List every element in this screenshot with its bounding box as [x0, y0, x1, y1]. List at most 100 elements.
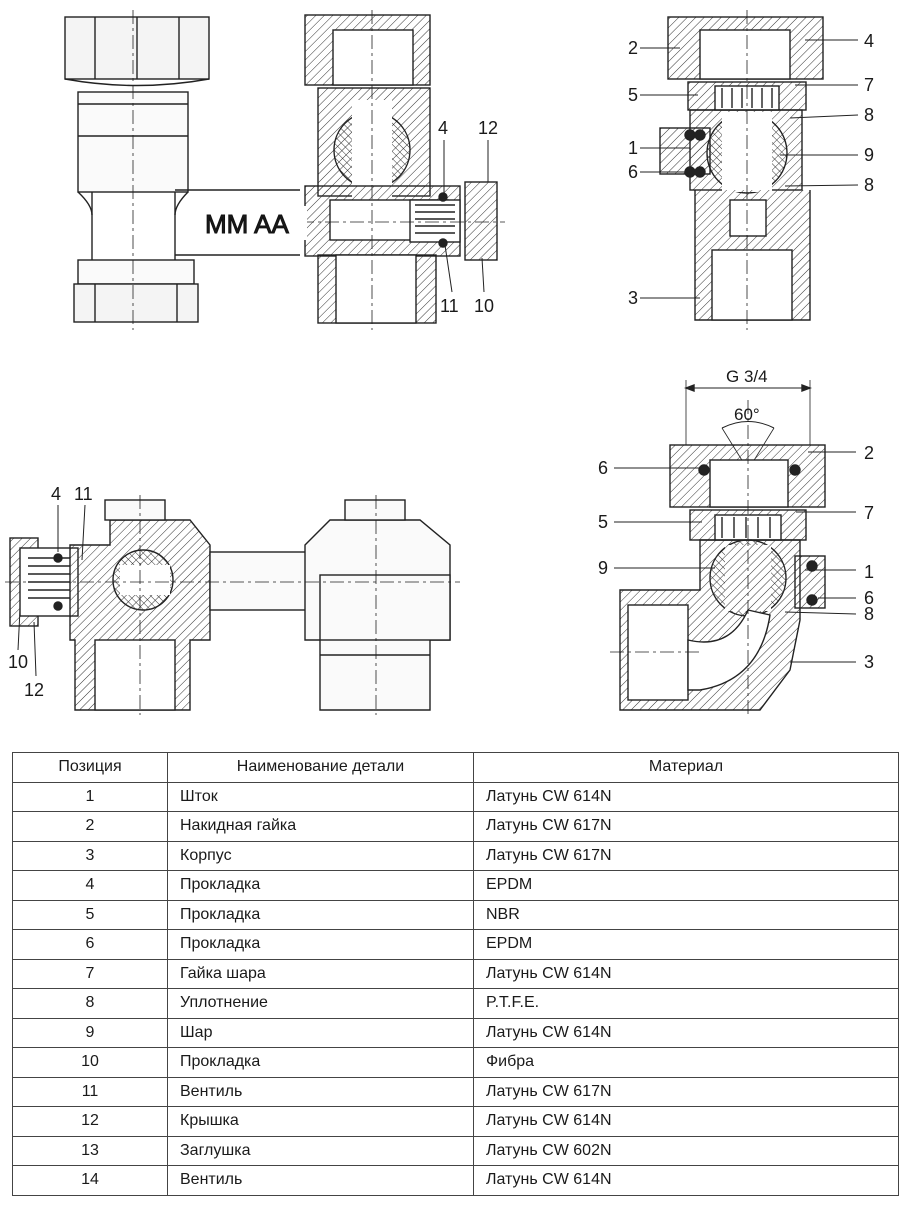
position-cell: 13 — [12, 1135, 168, 1166]
material-cell: EPDM — [473, 870, 899, 901]
part-name-cell: Шар — [167, 1017, 474, 1048]
position-cell: 7 — [12, 958, 168, 989]
material-cell: Латунь CW 614N — [473, 1165, 899, 1196]
material-cell: EPDM — [473, 929, 899, 960]
view-b-section — [659, 10, 824, 330]
material-cell: Латунь CW 614N — [473, 958, 899, 989]
header-position: Позиция — [12, 752, 168, 783]
position-cell: 6 — [12, 929, 168, 960]
position-cell: 14 — [12, 1165, 168, 1196]
callout-5: 5 — [628, 85, 638, 105]
callout-6: 6 — [598, 458, 608, 478]
callout-7: 7 — [864, 75, 874, 95]
part-name-cell: Вентиль — [167, 1165, 474, 1196]
callout-5: 5 — [598, 512, 608, 532]
callout-3: 3 — [628, 288, 638, 308]
position-cell: 12 — [12, 1106, 168, 1137]
part-name-cell: Вентиль — [167, 1076, 474, 1107]
callout-10: 10 — [8, 652, 28, 672]
material-cell: Латунь CW 614N — [473, 1106, 899, 1137]
view-d-section — [610, 380, 826, 715]
part-name-cell: Корпус — [167, 840, 474, 871]
view-a-side-section — [64, 10, 505, 330]
material-cell: NBR — [473, 899, 899, 930]
callout-11: 11 — [74, 484, 93, 504]
part-name-cell: Гайка шара — [167, 958, 474, 989]
callout-9: 9 — [864, 145, 874, 165]
position-cell: 8 — [12, 988, 168, 1019]
angle-label: 60° — [734, 405, 760, 424]
callout-4: 4 — [51, 484, 61, 504]
material-cell: Латунь CW 617N — [473, 840, 899, 871]
callout-7: 7 — [864, 503, 874, 523]
callout-8b: 8 — [864, 175, 874, 195]
technical-drawing: MM AA 4 12 11 10 2 4 5 — [5, 10, 874, 715]
part-name-cell: Прокладка — [167, 899, 474, 930]
part-name-cell: Прокладка — [167, 1047, 474, 1078]
material-cell: Фибра — [473, 1047, 899, 1078]
part-name-cell: Заглушка — [167, 1135, 474, 1166]
callout-4: 4 — [438, 118, 448, 138]
view-c-callouts: 4 11 10 12 — [8, 484, 93, 700]
part-name-cell: Прокладка — [167, 929, 474, 960]
part-name-cell: Накидная гайка — [167, 811, 474, 842]
part-name-cell: Шток — [167, 781, 474, 812]
material-cell: Латунь CW 617N — [473, 1076, 899, 1107]
callout-6b: 6 — [864, 588, 874, 608]
callout-2: 2 — [864, 443, 874, 463]
view-d-callouts: 6 2 5 7 9 1 6 8 3 — [598, 443, 874, 672]
material-cell: Латунь CW 617N — [473, 811, 899, 842]
callout-4: 4 — [864, 31, 874, 51]
position-cell: 2 — [12, 811, 168, 842]
header-material: Материал — [473, 752, 899, 783]
view-c-front — [5, 495, 460, 715]
material-cell: Латунь CW 614N — [473, 1017, 899, 1048]
view-a-callouts: 4 12 11 10 — [438, 118, 498, 316]
callout-12: 12 — [478, 118, 498, 138]
callout-11: 11 — [440, 296, 459, 316]
material-cell: Латунь CW 602N — [473, 1135, 899, 1166]
view-b-callouts: 2 4 5 7 8 1 9 6 8 3 — [628, 31, 874, 308]
position-cell: 4 — [12, 870, 168, 901]
marking-text: MM AA — [205, 209, 289, 239]
position-cell: 9 — [12, 1017, 168, 1048]
callout-8: 8 — [864, 604, 874, 624]
position-cell: 1 — [12, 781, 168, 812]
position-cell: 5 — [12, 899, 168, 930]
callout-12: 12 — [24, 680, 44, 700]
callout-6: 6 — [628, 162, 638, 182]
callout-3: 3 — [864, 652, 874, 672]
material-cell: P.T.F.E. — [473, 988, 899, 1019]
callout-2: 2 — [628, 38, 638, 58]
material-cell: Латунь CW 614N — [473, 781, 899, 812]
callout-8: 8 — [864, 105, 874, 125]
callout-1: 1 — [628, 138, 638, 158]
table-header-row: Позиция Наименование детали Материал — [12, 752, 899, 783]
position-cell: 11 — [12, 1076, 168, 1107]
callout-10: 10 — [474, 296, 494, 316]
position-cell: 3 — [12, 840, 168, 871]
dimension-label: G 3/4 — [726, 367, 768, 386]
callout-9: 9 — [598, 558, 608, 578]
part-name-cell: Крышка — [167, 1106, 474, 1137]
callout-1: 1 — [864, 562, 874, 582]
position-cell: 10 — [12, 1047, 168, 1078]
part-name-cell: Прокладка — [167, 870, 474, 901]
part-name-cell: Уплотнение — [167, 988, 474, 1019]
